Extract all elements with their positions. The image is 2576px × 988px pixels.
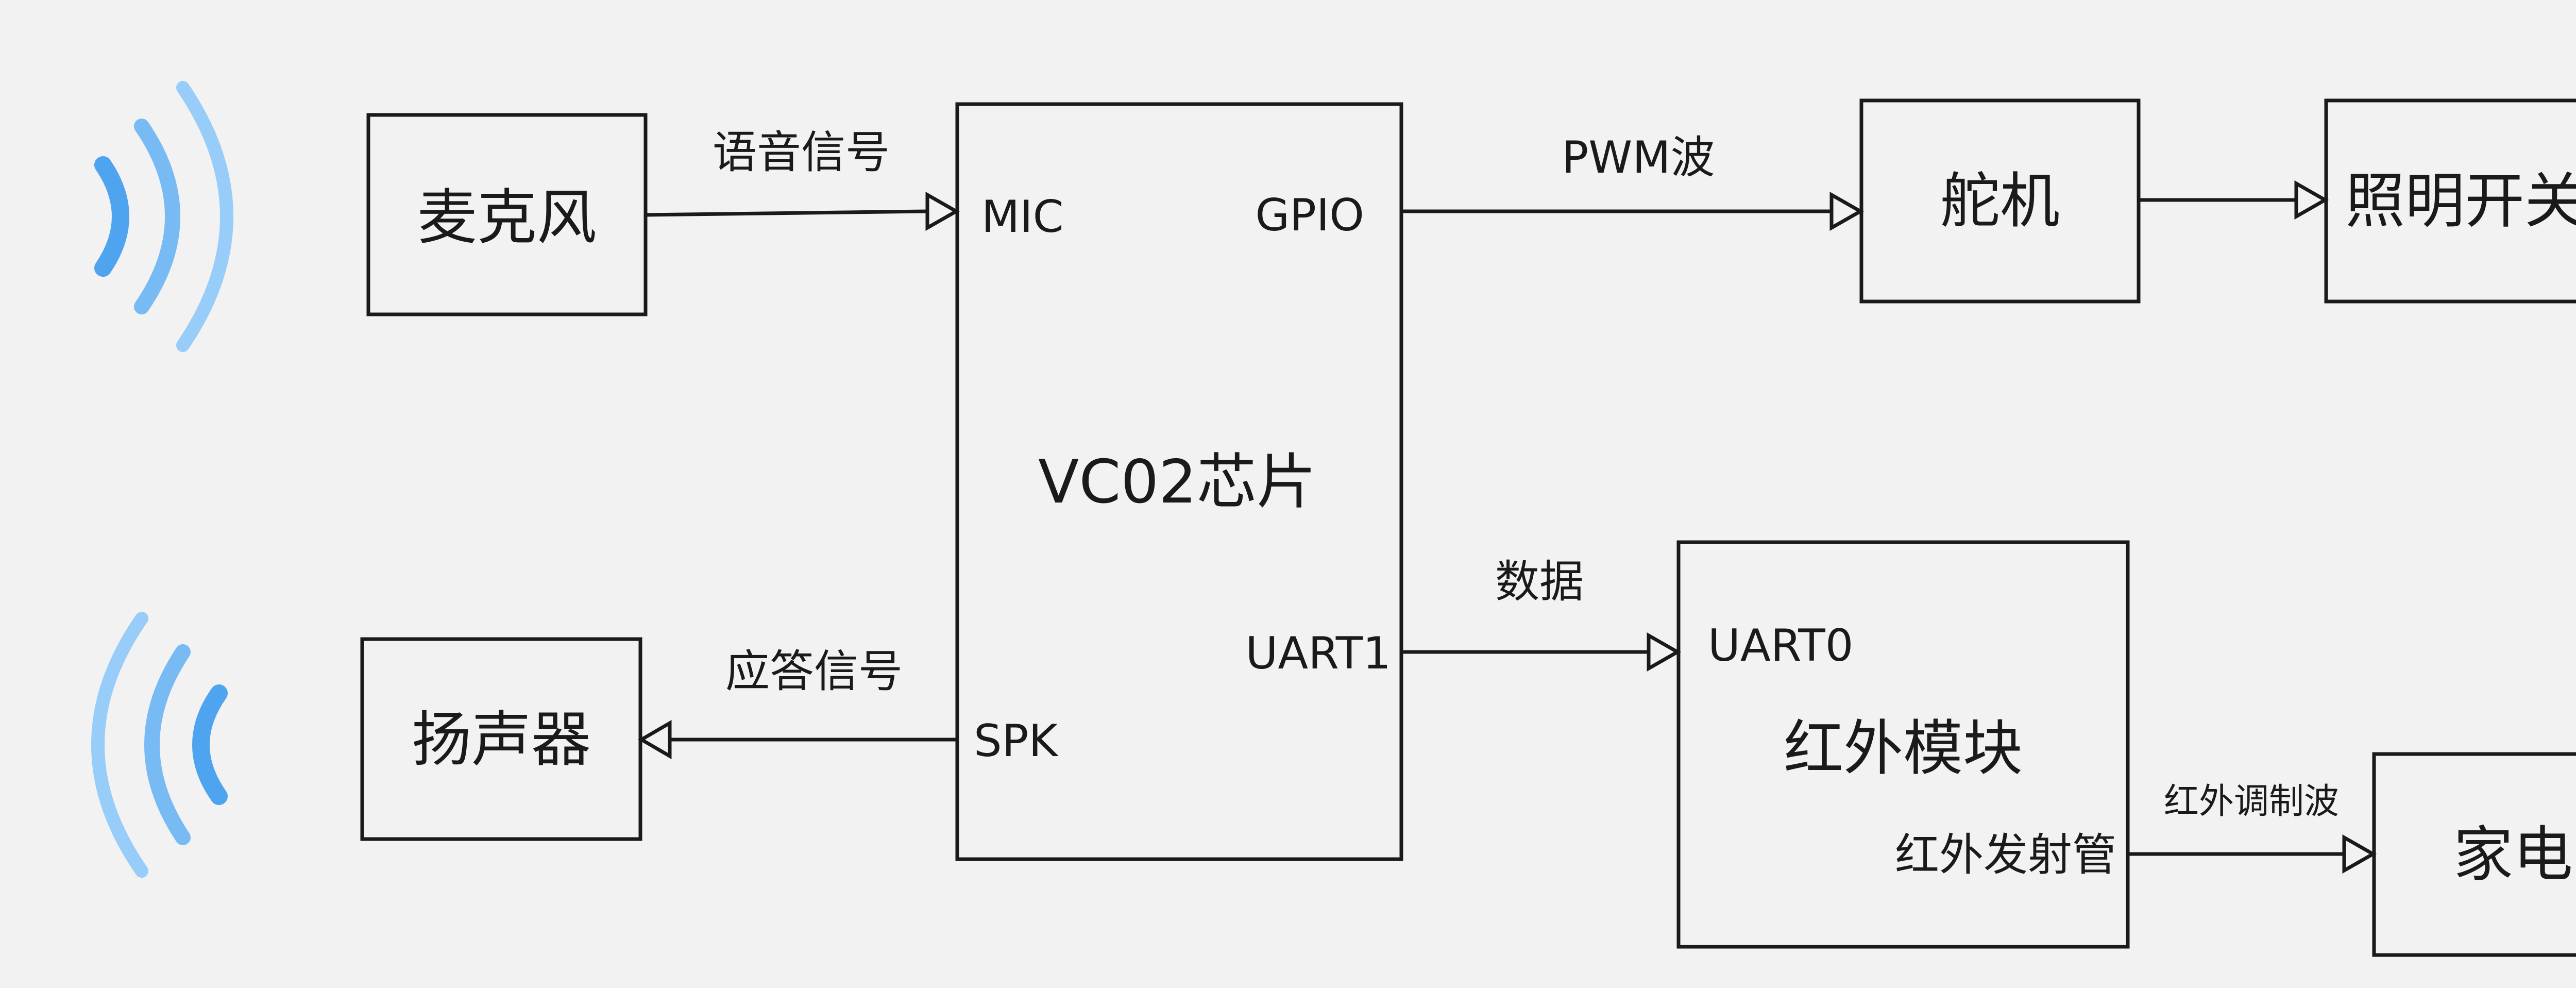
- edge-data: 数据: [1495, 556, 1584, 608]
- port-ir-emitter: 红外发射管: [1895, 829, 2116, 881]
- microphone-label: 麦克风: [417, 183, 597, 253]
- servo-label: 舵机: [1940, 166, 2060, 236]
- arrowhead-switch: [2294, 180, 2329, 220]
- speaker-label: 扬声器: [412, 705, 591, 775]
- wave-arc-middle: [134, 119, 180, 314]
- chip-label: VC02芯片: [1038, 447, 1316, 517]
- arrowhead-spk: [638, 719, 672, 760]
- wave-arc-inner: [192, 684, 228, 805]
- arrowhead-appliance: [2342, 834, 2377, 874]
- wave-arc-inner: [94, 156, 129, 277]
- arrowhead-uart: [1647, 632, 1682, 672]
- arrowhead-gpio: [1829, 191, 1865, 231]
- wave-arc-outer: [176, 81, 233, 352]
- port-gpio: GPIO: [1255, 190, 1364, 241]
- ir-module-box: [1676, 540, 2130, 949]
- edge-response-signal: 应答信号: [725, 646, 903, 697]
- edge-voice-signal: 语音信号: [713, 127, 890, 178]
- sound-wave-incoming-icon: [94, 81, 233, 352]
- wire-mic: [645, 209, 928, 217]
- port-spk: SPK: [974, 715, 1059, 767]
- wave-arc-outer: [91, 612, 148, 878]
- ir-module-label: 红外模块: [1784, 714, 2023, 783]
- port-uart0: UART0: [1708, 620, 1854, 672]
- appliance-label: 家电: [2453, 820, 2573, 890]
- port-mic: MIC: [981, 191, 1064, 243]
- sound-wave-outgoing-icon: [91, 612, 228, 878]
- arrowhead-mic: [925, 191, 960, 231]
- light-switch-label: 照明开关: [2345, 166, 2576, 236]
- wave-arc-middle: [144, 644, 191, 845]
- port-uart1: UART1: [1245, 628, 1391, 679]
- edge-ir-modulated-wave: 红外调制波: [2164, 781, 2339, 822]
- chip-box: [955, 102, 1403, 861]
- edge-pwm-wave: PWM波: [1562, 132, 1715, 183]
